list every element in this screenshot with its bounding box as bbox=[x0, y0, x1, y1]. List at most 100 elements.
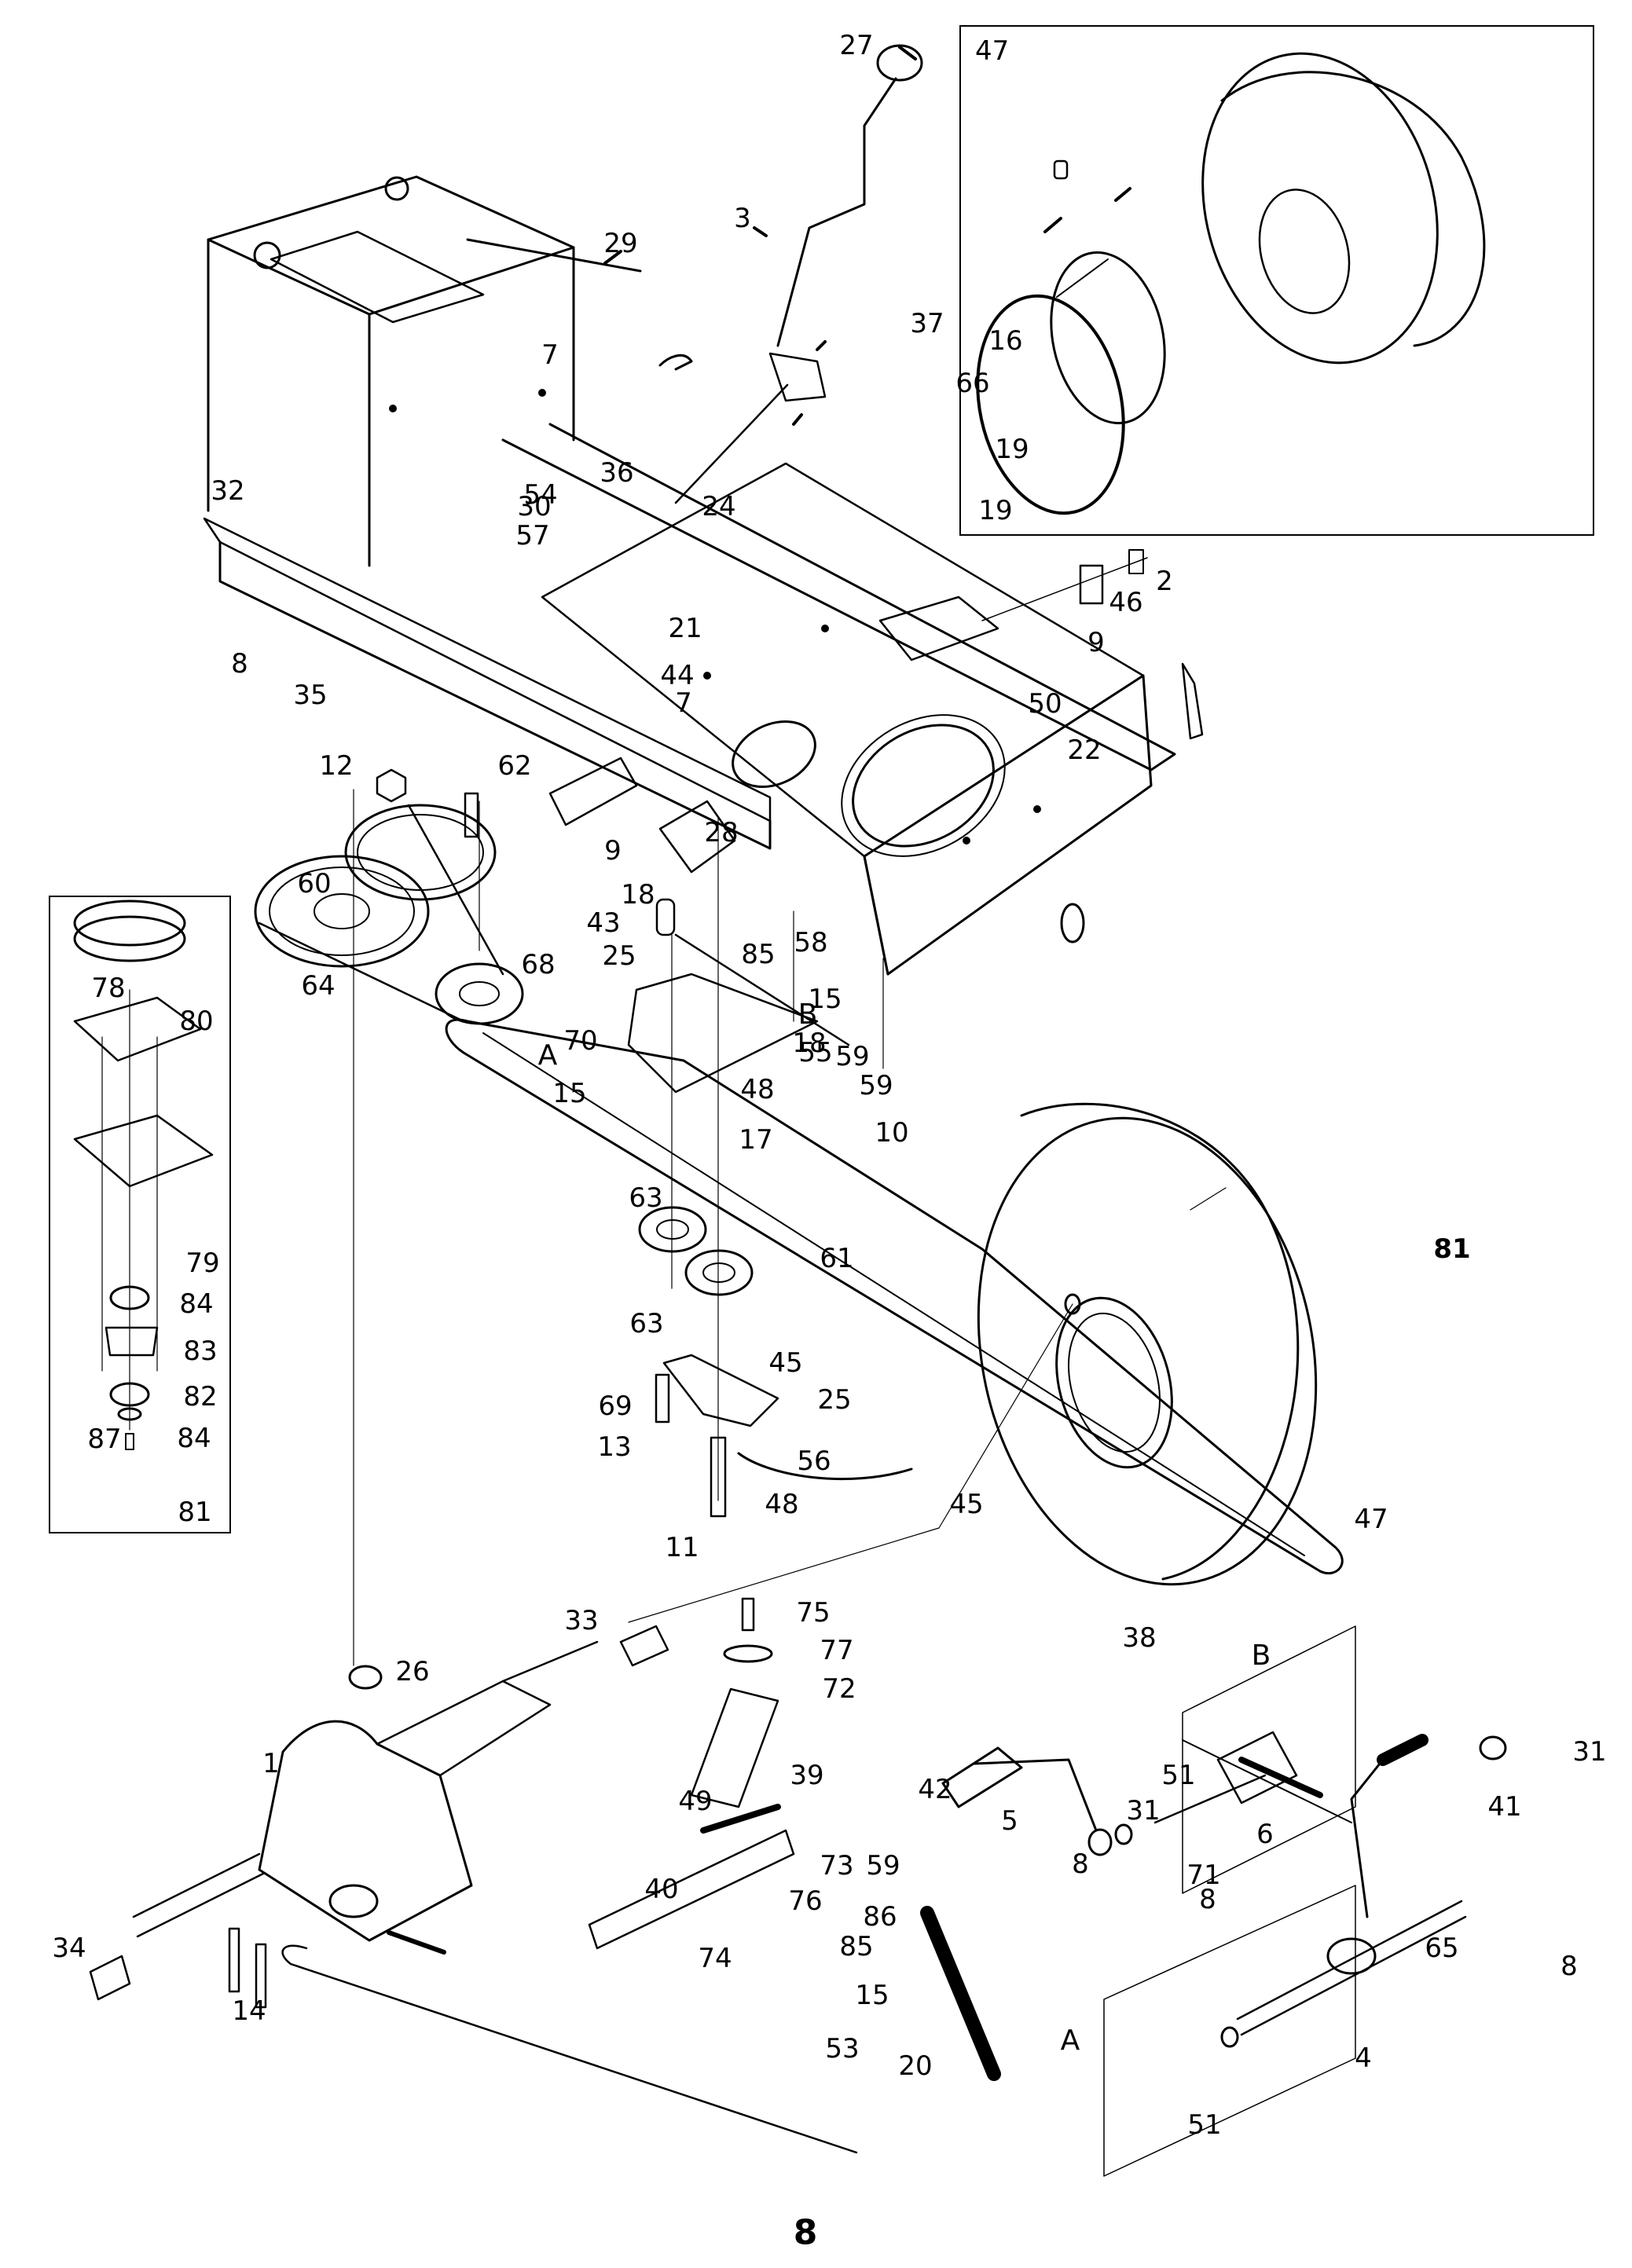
callout-idler-bracket: 69 bbox=[598, 1390, 633, 1422]
callout-bolt: 12 bbox=[319, 750, 354, 782]
callout-screw: 8 bbox=[1199, 1884, 1216, 1915]
callout-bolt: 82 bbox=[183, 1381, 218, 1412]
callout-spacer: 59 bbox=[859, 1070, 893, 1101]
callout-bolt: 10 bbox=[875, 1117, 909, 1149]
callout-bumper: 57 bbox=[515, 520, 550, 551]
callout-spacer: 58 bbox=[794, 927, 828, 958]
callout-washer: 44 bbox=[660, 660, 695, 691]
callout-washer: 86 bbox=[863, 1901, 897, 1933]
callout-shift-rod: 54 bbox=[523, 479, 558, 511]
callout-shift-lever: 3 bbox=[734, 203, 751, 234]
callout-spring: 37 bbox=[910, 308, 944, 339]
callout-nut: 17 bbox=[739, 1124, 773, 1156]
upper-pulley-group bbox=[254, 768, 524, 1666]
callout-washer: 77 bbox=[820, 1635, 854, 1666]
reference-mark-b: B bbox=[798, 998, 818, 1031]
callout-bushing: 32 bbox=[211, 475, 245, 507]
shift-lever-assembly bbox=[466, 44, 923, 504]
callout-bracket: 65 bbox=[1425, 1933, 1459, 1964]
callout-pulley: 78 bbox=[91, 973, 126, 1004]
callout-bracket: 79 bbox=[185, 1248, 220, 1279]
callout-bolt: 13 bbox=[597, 1431, 632, 1463]
callout-switch-bracket: 2 bbox=[1156, 566, 1173, 597]
wheel-assembly-inset: 47 bbox=[959, 25, 1594, 536]
callout-bushing: 31 bbox=[1126, 1795, 1161, 1826]
callout-switch: 46 bbox=[1109, 587, 1143, 618]
callout-bolt: 15 bbox=[552, 1078, 587, 1109]
idler-bracket-inset bbox=[49, 896, 231, 1533]
callout-bolt: 75 bbox=[796, 1597, 831, 1629]
callout-bracket: 80 bbox=[179, 1006, 214, 1037]
transaxle bbox=[89, 1625, 669, 2009]
callout-screw: 8 bbox=[1560, 1951, 1578, 1982]
callout-bearing: 84 bbox=[177, 1423, 211, 1454]
callout-spacer: 34 bbox=[52, 1933, 86, 1964]
frame-chassis bbox=[203, 175, 1176, 976]
callout-rod: 55 bbox=[798, 1037, 833, 1068]
callout-nut: 19 bbox=[978, 495, 1013, 526]
callout-spring: 38 bbox=[1122, 1622, 1157, 1654]
reference-mark-a: A bbox=[1060, 2024, 1080, 2057]
callout-nut: 19 bbox=[995, 434, 1029, 465]
callout-spacer: 28 bbox=[704, 817, 739, 848]
reference-mark-a: A bbox=[537, 1039, 558, 1072]
callout-rod: 53 bbox=[825, 2033, 860, 2065]
callout-bushing: 51 bbox=[1187, 2109, 1222, 2141]
callout-nut: 48 bbox=[740, 1074, 775, 1105]
callout-screw: 7 bbox=[541, 339, 559, 371]
callout-bolt: 14 bbox=[232, 1995, 266, 2027]
page-number: 8 bbox=[793, 2212, 818, 2253]
callout-screw: 8 bbox=[231, 648, 248, 680]
callout-bolt: 49 bbox=[678, 1786, 713, 1817]
callout-drive-belt: 61 bbox=[820, 1243, 854, 1274]
callout-nut: 18 bbox=[621, 879, 655, 910]
reference-mark-b: B bbox=[1251, 1640, 1271, 1672]
callout-screw: 81 bbox=[178, 1497, 212, 1528]
rear-wheel bbox=[628, 1102, 1318, 1623]
callout-bolt: 15 bbox=[808, 984, 842, 1015]
callout-pin: 25 bbox=[602, 940, 636, 972]
callout-spring: 20 bbox=[898, 2050, 933, 2082]
callout-bolt: 74 bbox=[698, 1943, 732, 1974]
callout-screw: 81 bbox=[1433, 1233, 1471, 1265]
callout-bracket: 50 bbox=[1028, 688, 1062, 720]
callout-spacer: 59 bbox=[866, 1850, 900, 1881]
wheel-assembly-inset-title: 47 bbox=[975, 35, 1010, 67]
callout-bolt: 9 bbox=[604, 835, 622, 867]
callout-bolt: 16 bbox=[988, 325, 1023, 357]
callout-idler-arm: 70 bbox=[563, 1025, 598, 1057]
callout-bushing: 51 bbox=[1161, 1760, 1196, 1791]
callout-idler-pulley: 63 bbox=[629, 1182, 663, 1214]
callout-rod: 29 bbox=[603, 228, 638, 259]
callout-idler-pulley: 64 bbox=[301, 970, 336, 1002]
switch-assembly bbox=[981, 549, 1204, 740]
callout-transaxle: 1 bbox=[262, 1748, 280, 1779]
pedal-group bbox=[941, 1625, 1507, 2177]
callout-nut: 18 bbox=[792, 1028, 827, 1059]
idler-inset-artwork bbox=[73, 900, 214, 1450]
callout-bracket: 68 bbox=[521, 949, 556, 980]
callout-pin: 25 bbox=[817, 1384, 852, 1416]
callout-pedal-pad: 42 bbox=[918, 1774, 952, 1805]
callout-bolt: 9 bbox=[1087, 627, 1105, 658]
callout-bracket: 71 bbox=[1186, 1859, 1221, 1891]
callout-washer: 87 bbox=[87, 1423, 122, 1455]
callout-brake-pedal: 5 bbox=[1001, 1805, 1018, 1837]
callout-bolt: 15 bbox=[855, 1980, 889, 2011]
callout-spacer: 59 bbox=[835, 1041, 870, 1072]
callout-shift-knob: 27 bbox=[839, 30, 874, 61]
callout-bracket: 73 bbox=[820, 1850, 854, 1881]
callout-nut: 48 bbox=[765, 1489, 799, 1520]
lower-idler-group bbox=[638, 1206, 913, 1518]
wheel-inset-artwork bbox=[976, 52, 1486, 515]
callout-pulley: 60 bbox=[297, 868, 332, 900]
callout-bushing: 35 bbox=[293, 680, 328, 711]
callout-seal: 26 bbox=[395, 1656, 430, 1687]
callout-clip: 36 bbox=[600, 457, 634, 489]
leader-lines bbox=[603, 46, 1131, 426]
callout-cotter-pin: 24 bbox=[702, 491, 736, 522]
callout-washer: 45 bbox=[768, 1347, 803, 1379]
callout-screw: 8 bbox=[1072, 1848, 1089, 1880]
lower-bracket-group bbox=[281, 1597, 1001, 2154]
drive-belt bbox=[445, 1018, 1344, 1575]
